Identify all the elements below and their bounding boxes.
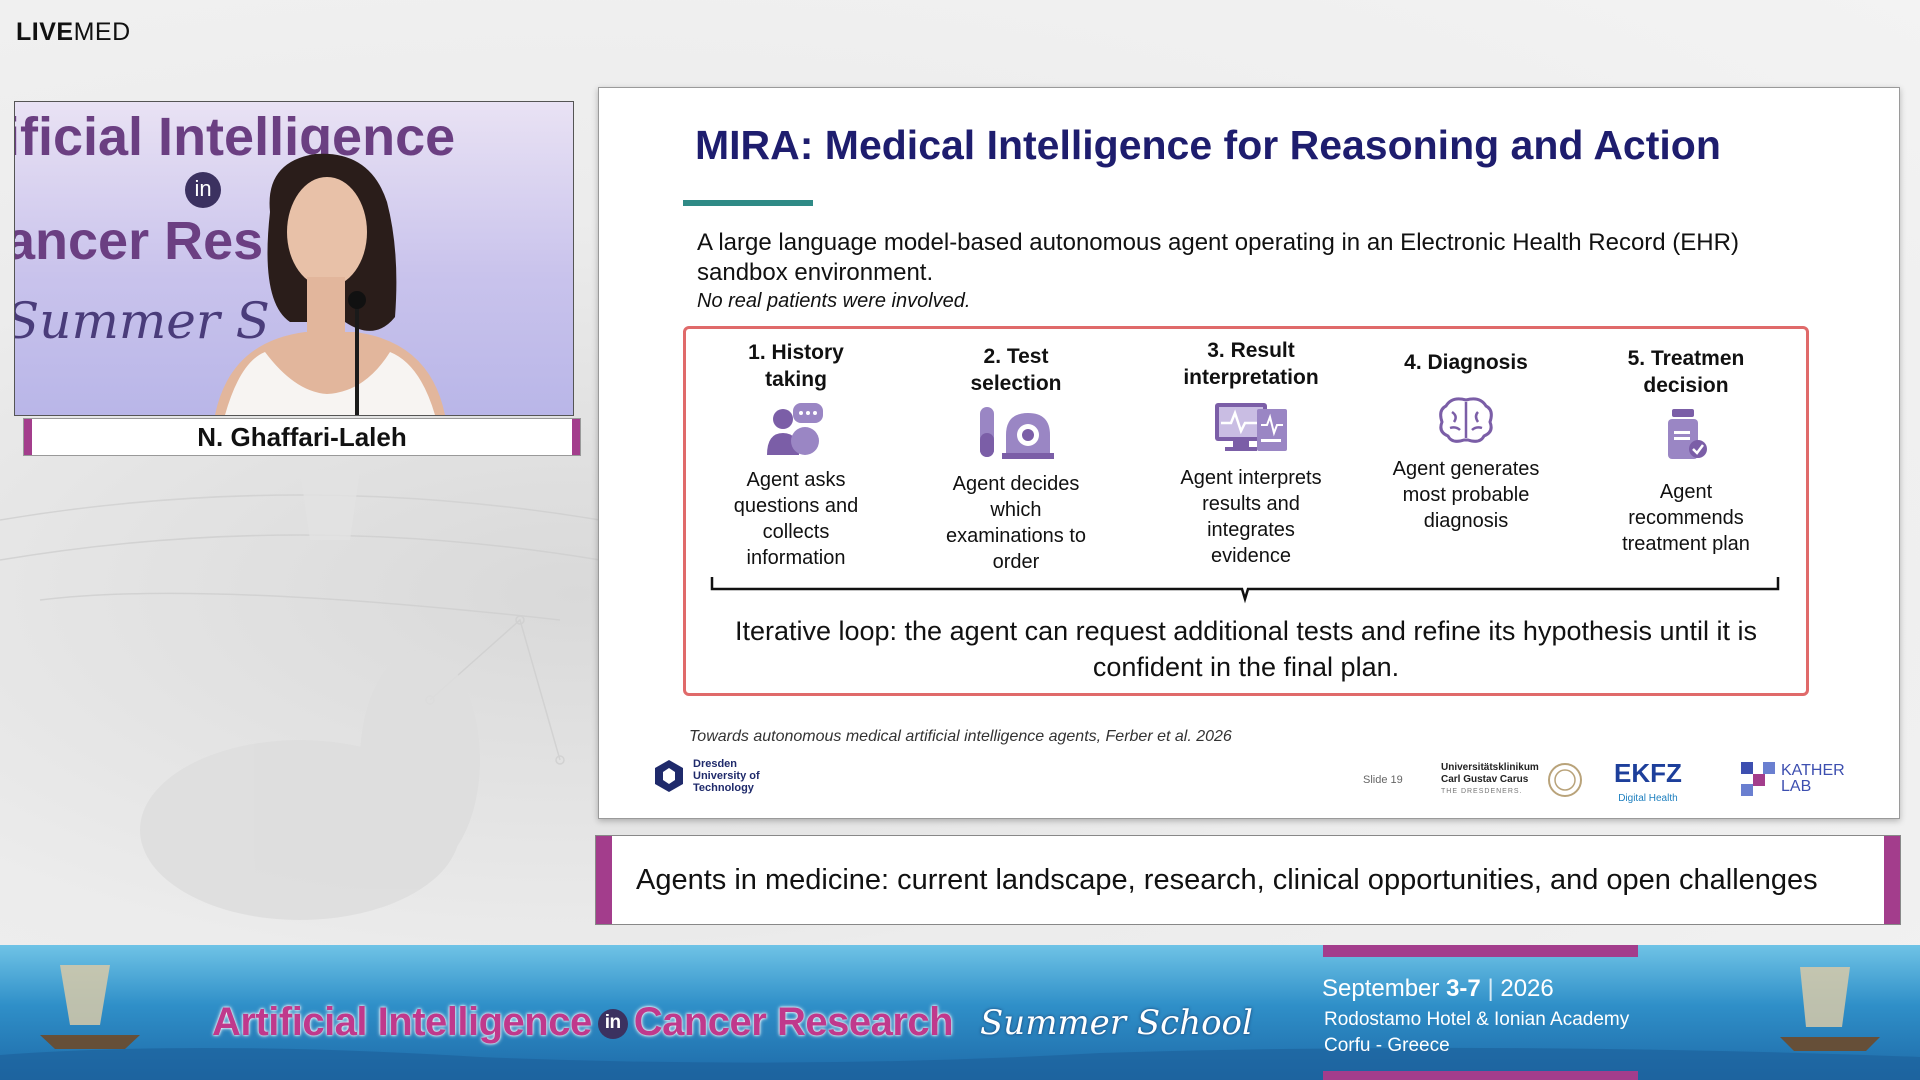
step-history-taking: 1. History taking Agent asks questions a… [696,339,896,571]
slide-citation: Towards autonomous medical artificial in… [689,728,1232,745]
dresden-mark-icon [655,760,683,792]
speaker-figure [215,153,445,415]
step-title: 5. Treatmen decision [1627,347,1745,397]
test-tube-scanner-icon [980,407,1054,459]
slide-title: MIRA: Medical Intelligence for Reasoning… [695,122,1721,168]
step-description: Agent decides which examinations to orde… [945,473,1087,573]
step-title: 2. Test selection [970,345,1062,395]
camera-banner-in: in [185,172,221,208]
step-description: Agent asks questions and collects inform… [733,469,859,569]
step-title: 4. Diagnosis [1404,351,1528,374]
iterative-loop-text: Iterative loop: the agent can request ad… [734,616,1758,682]
step-test-selection: 2. Test selection Agent decides which ex… [916,343,1116,575]
brain-icon [1439,397,1493,443]
step-description: Agent recommends treatment plan [1622,481,1750,555]
slide-footer: Dresden University of Technology Slide 1… [599,752,1899,804]
kather-lab-logo: KATHER LAB [1741,762,1845,796]
step-title: 1. History taking [748,341,844,391]
session-title: Agents in medicine: current landscape, r… [636,864,1818,896]
step-diagnosis: 4. Diagnosis Agent generates most probab… [1366,349,1566,534]
workflow-box: 1. History taking Agent asks questions a… [683,326,1809,696]
title-underline [683,200,813,206]
speaker-name-plate: N. Ghaffari-Laleh [24,419,580,455]
slide-note: No real patients were involved. [697,290,971,312]
event-school: Summer School [980,1003,1253,1043]
step-title: 3. Result interpretation [1183,339,1319,389]
step-result-interpretation: 3. Result interpretation Agent interpret… [1146,337,1356,569]
kather-mark-icon [1741,762,1775,796]
step-description: Agent interprets results and integrates … [1180,467,1322,567]
banner-accent-bottom [1323,1071,1638,1080]
medicine-bottle-icon [1668,409,1707,459]
seal-icon [1547,763,1582,797]
camera-banner-line3: Summer S [14,292,270,350]
dresden-university-logo: Dresden University of Technology [651,758,760,794]
livemed-logo: LIVEMED [16,18,131,46]
event-date: September 3-7 | 2026 [1322,975,1554,1002]
event-venue: Rodostamo Hotel & Ionian Academy Corfu -… [1324,1009,1630,1056]
camera-banner-line1: ificial Intelligence [14,107,456,167]
ekfz-logo: EKFZ Digital Health [1614,758,1682,804]
session-title-bar: Agents in medicine: current landscape, r… [596,836,1900,924]
slide-intro: A large language model-based autonomous … [697,229,1739,286]
presentation-slide: MIRA: Medical Intelligence for Reasoning… [598,87,1900,819]
slide-number: Slide 19 [1363,774,1403,786]
step-description: Agent generates most probable diagnosis [1392,458,1540,532]
loop-brace [710,577,1780,604]
monitor-chart-icon [1215,403,1287,451]
step-treatment-decision: 5. Treatmen decision Agent recommends tr… [1586,345,1786,557]
speaker-video: ificial Intelligence in ancer Res Summer… [14,101,574,416]
university-hospital-logo: Universitätsklinikum Carl Gustav Carus T… [1441,762,1583,798]
camera-banner-line2: ancer Res [14,211,264,271]
banner-accent-top [1323,945,1638,957]
people-chat-icon [767,403,823,455]
